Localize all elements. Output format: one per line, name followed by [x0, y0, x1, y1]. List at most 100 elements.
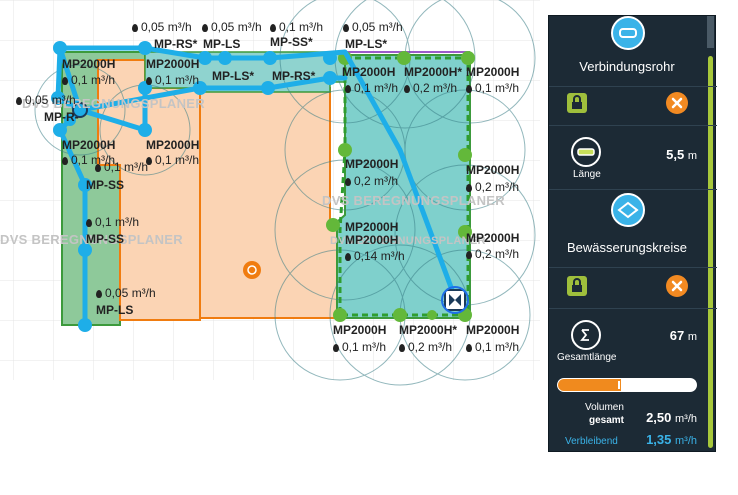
nozzle-flow: 0,1 m³/h [466, 82, 519, 95]
nozzle-flow: 0,1 m³/h [466, 341, 519, 354]
drop-icon [466, 344, 472, 352]
nozzle-flow: 0,1 m³/h [62, 74, 115, 87]
nozzle-name: MP2000H [345, 157, 399, 171]
drop-icon [466, 85, 472, 93]
nozzle-flow: 0,1 m³/h [146, 154, 199, 167]
sum-glyph [580, 329, 589, 341]
divider [549, 189, 717, 190]
usage-progress-marker [618, 381, 621, 389]
nozzle-name: MP2000H [146, 138, 200, 152]
length-icon [571, 137, 601, 167]
volume-label: Volumen [585, 402, 624, 413]
drop-icon [466, 184, 472, 192]
flow-text: 0,1 m³/h [71, 153, 116, 167]
nozzle-name: MP-LS [203, 37, 241, 51]
close-glyph [671, 97, 683, 109]
usage-progress-fill [558, 379, 622, 391]
watermark: DVS BEREGNUNGSPLANER [330, 235, 486, 247]
plan-drawing[interactable] [0, 0, 540, 495]
selection-ring [441, 286, 469, 314]
nozzle-name: MP2000H [466, 163, 520, 177]
nozzle-name: MP2000H [342, 65, 396, 79]
nozzle-name: MP2000H [333, 323, 387, 337]
pipe-glyph [619, 28, 637, 38]
close-icon[interactable] [666, 275, 688, 297]
circuits-icon[interactable] [611, 193, 645, 227]
flow-text: 0,2 m³/h [354, 174, 399, 188]
divider [549, 267, 717, 268]
nozzle-name: MP2000H [466, 65, 520, 79]
drop-icon [146, 77, 152, 85]
flow-text: 0,1 m³/h [475, 81, 520, 95]
close-glyph [671, 280, 683, 292]
pipe-icon[interactable] [611, 16, 645, 50]
close-icon[interactable] [666, 92, 688, 114]
drop-icon [62, 77, 68, 85]
nozzle-name: MP2000H [62, 57, 116, 71]
water-connection-glyph [449, 294, 461, 306]
scrollbar-top[interactable] [707, 16, 714, 48]
nozzle-name: MP-RS* [272, 69, 316, 83]
drop-icon [466, 251, 472, 259]
nozzle-flow: 0,05 m³/h [132, 21, 192, 34]
nozzle-name: MP2000H* [399, 323, 458, 337]
valve-point[interactable] [72, 102, 88, 118]
house-marker-icon[interactable] [243, 261, 261, 279]
flow-text: 0,1 m³/h [342, 340, 387, 354]
drop-icon [132, 24, 138, 32]
nozzle-name: MP-LS* [212, 69, 254, 83]
nozzle-name: MP-SS* [270, 35, 313, 49]
nozzle-flow: 0,1 m³/h [345, 82, 398, 95]
drop-icon [270, 24, 276, 32]
lock-glyph [572, 278, 582, 292]
flow-text: 0,1 m³/h [155, 153, 200, 167]
nozzle-flow: 0,2 m³/h [345, 175, 398, 188]
nozzle-name: MP2000H* [404, 65, 463, 79]
flow-text: 0,1 m³/h [279, 20, 324, 34]
flow-text: 0,05 m³/h [211, 20, 262, 34]
nozzle-flow: 0,2 m³/h [404, 82, 457, 95]
nozzle-name: MP2000H [146, 57, 200, 71]
flow-text: 0,2 m³/h [475, 180, 520, 194]
nozzle-name: MP-LS [96, 303, 134, 317]
total-length-number: 67 [669, 328, 685, 343]
drop-icon [333, 344, 339, 352]
nozzle-flow: 0,14 m³/h [345, 250, 405, 263]
drop-icon [404, 85, 410, 93]
plan-canvas[interactable]: DVS BEREGNUNGSPLANER DVS BEREGNUNGSPLANE… [0, 0, 540, 495]
total-length-unit: m [687, 331, 697, 343]
divider [549, 308, 717, 309]
nozzle-name: MP2000H [345, 233, 399, 247]
length-value: 5,5 m [629, 147, 697, 162]
circuits-glyph [617, 201, 639, 219]
drop-icon [343, 24, 349, 32]
nozzle-name: MP2000H [466, 231, 520, 245]
flow-text: 0,2 m³/h [413, 81, 458, 95]
drop-icon [96, 290, 102, 298]
nozzle-name: MP-R- [44, 110, 79, 124]
nozzle-dots-blue[interactable] [51, 41, 337, 332]
scrollbar[interactable] [708, 56, 713, 448]
lock-icon[interactable] [567, 276, 587, 296]
flow-text: 0,1 m³/h [475, 340, 520, 354]
drop-icon [95, 164, 101, 172]
lock-icon[interactable] [567, 93, 587, 113]
drop-icon [345, 178, 351, 186]
nozzle-name: MP2000H [345, 220, 399, 234]
drop-icon [86, 219, 92, 227]
flow-text: 0,05 m³/h [141, 20, 192, 34]
volume-value: 2,50 m³/h [631, 410, 697, 425]
length-label: Länge [573, 169, 601, 180]
nozzle-name: MP2000H [466, 323, 520, 337]
flow-text: 0,1 m³/h [155, 73, 200, 87]
total-length-label: Gesamtlänge [557, 352, 617, 363]
nozzle-flow: 0,1 m³/h [270, 21, 323, 34]
watermark: DVS BEREGNUNGSPLANER [322, 193, 505, 208]
volume-number: 2,50 [646, 410, 672, 425]
drop-icon [202, 24, 208, 32]
nozzle-name: MP-SS [86, 232, 125, 246]
flow-text: 0,1 m³/h [95, 215, 140, 229]
nozzle-flow: 0,1 m³/h [62, 154, 115, 167]
usage-progress-bar [557, 378, 697, 392]
flow-text: 0,14 m³/h [354, 249, 405, 263]
